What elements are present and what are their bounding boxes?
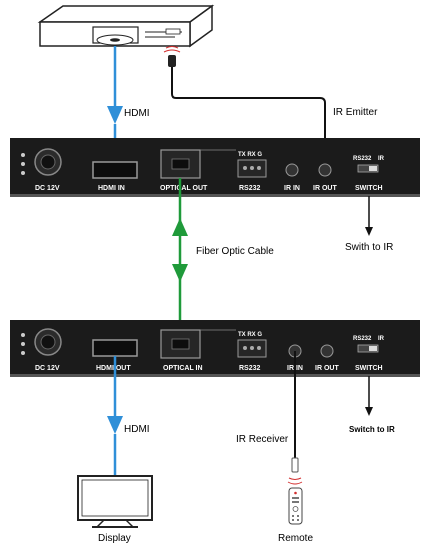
- transmitter-panel: DC 12V HDMI IN OPTICAL OUT TX RX G RS232…: [10, 138, 420, 197]
- remote-control-icon: [288, 487, 303, 525]
- tx-hdmi-port: [92, 161, 138, 179]
- tx-ir-in-label: IR IN: [284, 185, 300, 192]
- rx-hdmi-port: [92, 339, 138, 357]
- tx-ir-out-port: [318, 163, 332, 177]
- fiber-label: Fiber Optic Cable: [196, 246, 274, 257]
- hdmi-label-top: HDMI: [124, 108, 150, 119]
- tx-sw-rs232-label: RS232: [353, 156, 372, 162]
- rx-dc-label: DC 12V: [35, 365, 60, 372]
- tx-sw-ir-label: IR: [378, 156, 385, 162]
- rx-ir-out-port: [320, 344, 334, 358]
- dvd-player-icon: [37, 4, 215, 48]
- tx-ir-in-port: [285, 163, 299, 177]
- rx-switch-label: SWITCH: [355, 365, 383, 372]
- ir-emitter-cable: [171, 67, 326, 168]
- tx-switch-arrow: [365, 196, 373, 236]
- ir-receiver-label: IR Receiver: [236, 434, 289, 445]
- tx-dc-label: DC 12V: [35, 185, 60, 192]
- switch-ir-label-bottom: Switch to IR: [349, 425, 395, 434]
- tx-txrxg-label: TX RX G: [238, 152, 262, 158]
- ir-emitter-label: IR Emitter: [333, 107, 378, 118]
- rx-sw-rs232-label: RS232: [353, 336, 372, 342]
- ir-receiver-icon: [287, 457, 303, 485]
- fiber-optic-cable: [172, 178, 188, 324]
- tx-rs232-label: RS232: [239, 185, 261, 192]
- monitor-icon: [77, 475, 153, 528]
- rx-optical-label: OPTICAL IN: [163, 365, 203, 372]
- rx-ir-out-label: IR OUT: [315, 365, 339, 372]
- receiver-panel: DC 12V HDMI OUT OPTICAL IN TX RX G RS232…: [10, 320, 420, 377]
- rx-rs232-label: RS232: [239, 365, 261, 372]
- display-label: Display: [98, 533, 131, 544]
- ir-emitter-icon: [163, 46, 181, 67]
- rx-switch-arrow: [365, 376, 373, 416]
- rx-hdmi-label: HDMI OUT: [96, 365, 131, 372]
- tx-ir-out-label: IR OUT: [313, 185, 337, 192]
- remote-label: Remote: [278, 533, 313, 544]
- tx-switch: [357, 164, 379, 173]
- hdmi-arrow-bottom: [107, 356, 123, 478]
- rx-sw-ir-label: IR: [378, 336, 385, 342]
- tx-hdmi-label: HDMI IN: [98, 185, 125, 192]
- tx-optical-label: OPTICAL OUT: [160, 185, 208, 192]
- hdmi-label-bottom: HDMI: [124, 424, 150, 435]
- tx-switch-label: SWITCH: [355, 185, 383, 192]
- switch-ir-label-top: Swith to IR: [345, 242, 393, 253]
- rx-txrxg-label: TX RX G: [238, 332, 262, 338]
- rx-switch: [357, 344, 379, 353]
